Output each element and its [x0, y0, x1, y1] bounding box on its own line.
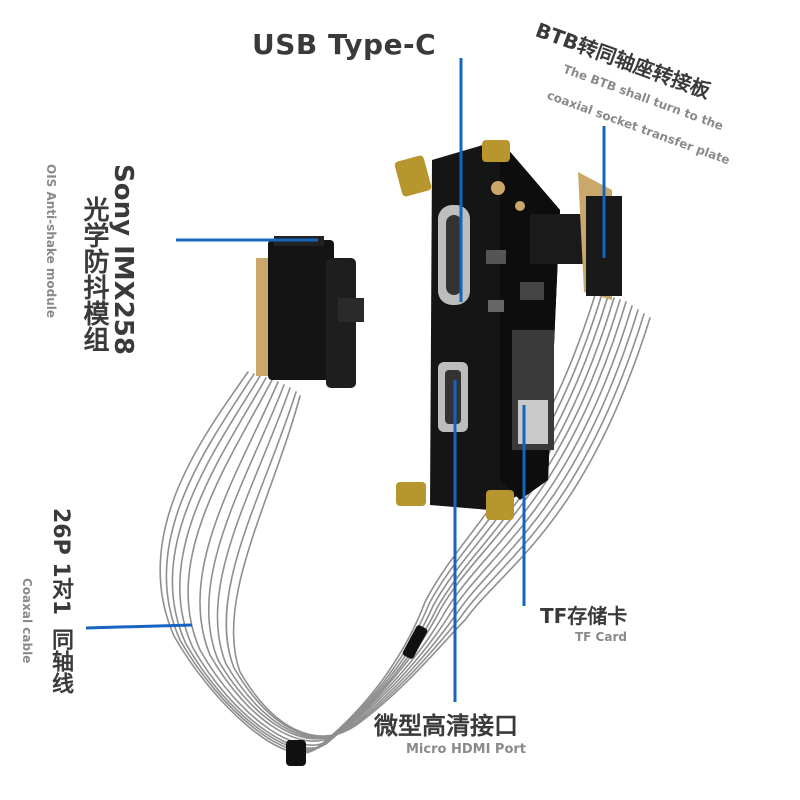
camera-module-icon: [256, 236, 364, 388]
coax-cable-icon: [159, 291, 651, 754]
sensor-subtitle: OIS Anti-shake module: [44, 164, 58, 319]
leader-lines: [85, 58, 606, 702]
cable-title-2: 同轴线: [48, 628, 73, 694]
cable-title-1: 26P 1对1: [48, 508, 73, 616]
cable-clip-icon: [286, 740, 306, 766]
tf-card-subtitle: TF Card: [575, 630, 627, 644]
leader-cable: [85, 623, 193, 630]
cable-subtitle: Coaxal cable: [20, 578, 34, 664]
hdmi-title: 微型高清接口: [374, 712, 518, 740]
sensor-title-1: Sony IMX258: [108, 164, 138, 355]
camera-board-icon: [394, 140, 622, 520]
sensor-title-2: 光学防抖模组: [79, 196, 109, 352]
tf-card-title: TF存储卡: [540, 604, 628, 628]
usb-typec-label: USB Type-C: [252, 28, 437, 61]
hdmi-subtitle: Micro HDMI Port: [406, 742, 527, 757]
cable-sleeve-icon: [402, 625, 428, 659]
